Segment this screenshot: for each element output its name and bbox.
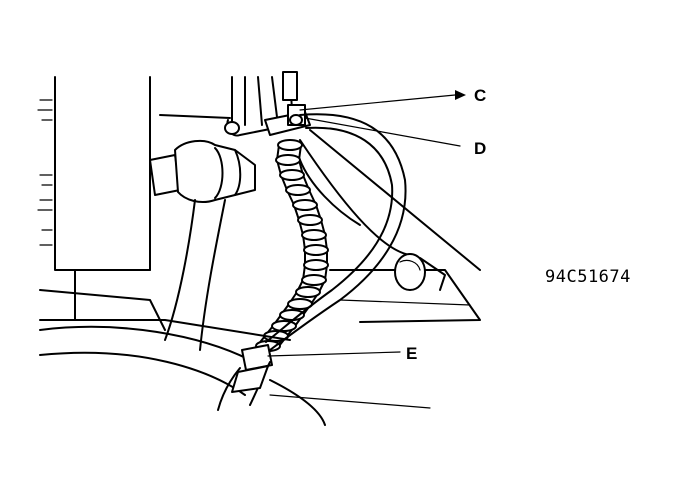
leader-c-arrow [455, 90, 466, 100]
hose-rib [271, 320, 297, 332]
leader-c [299, 94, 456, 111]
hose-outline [256, 144, 328, 347]
leader-e [267, 351, 401, 357]
upper-lines [159, 71, 298, 137]
brake-line-loop [265, 113, 407, 351]
hose-rib [301, 274, 327, 286]
lower-clamp [217, 344, 273, 411]
callout-d: D [474, 139, 486, 158]
hose-bracket [264, 104, 311, 136]
hose-rib [292, 199, 318, 211]
hose-rib [303, 244, 329, 256]
hose-rib [297, 214, 323, 226]
hose-rib [279, 169, 305, 181]
hose-rib [285, 184, 311, 196]
callout-e: E [406, 344, 417, 363]
flex-hose [255, 139, 329, 352]
hose-rib [301, 229, 327, 241]
figure-code: 94C51674 [545, 267, 631, 287]
hose-rib [303, 259, 329, 271]
wheel-arcs [39, 319, 431, 426]
hose-rib [275, 154, 301, 166]
hose-rib [277, 139, 303, 151]
hose-rib [295, 286, 321, 298]
right-housing [299, 129, 481, 323]
control-arm [149, 139, 256, 351]
body-panel [37, 76, 166, 331]
leader-lines [267, 90, 466, 357]
callout-c: C [474, 86, 486, 105]
leader-d [304, 117, 461, 147]
